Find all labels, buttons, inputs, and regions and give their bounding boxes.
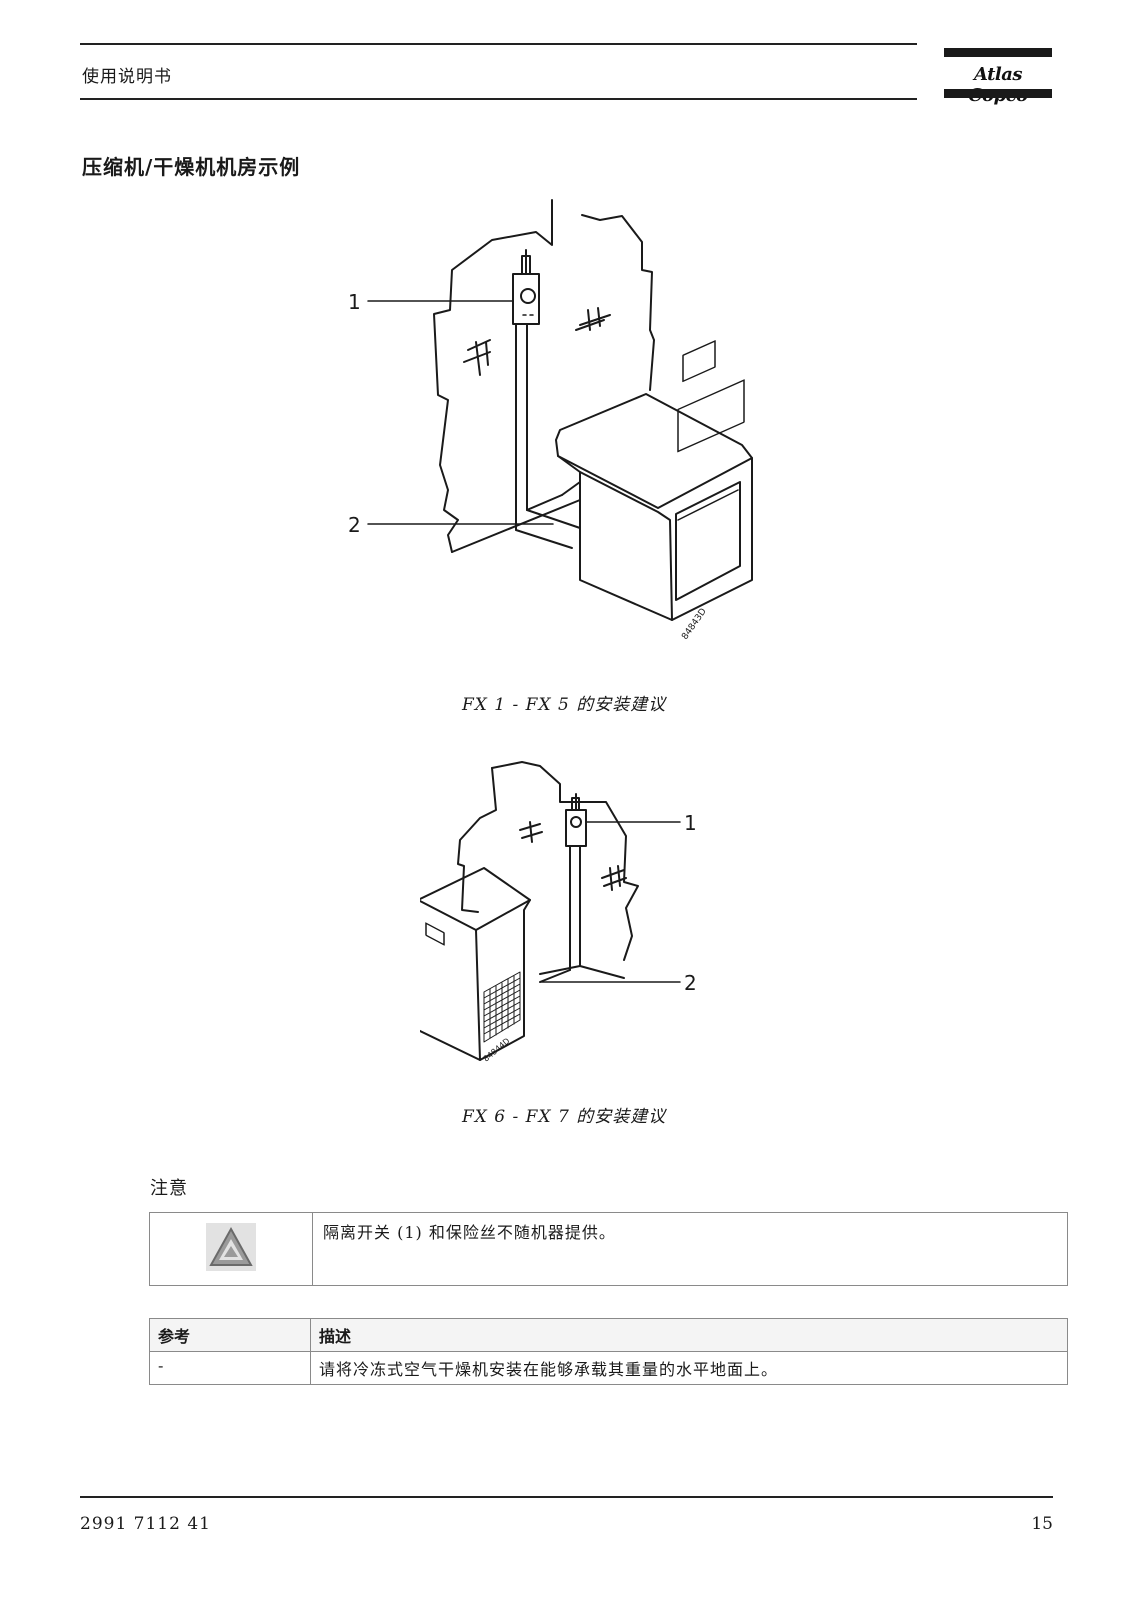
cell-description: 请将冷冻式空气干燥机安装在能够承载其重量的水平地面上。: [310, 1351, 1068, 1385]
figure-1-callout-1: 1: [348, 290, 361, 314]
figure-1-callout-2: 2: [348, 513, 361, 537]
section-title: 压缩机/干燥机机房示例: [82, 155, 301, 179]
header-top-rule: [80, 43, 917, 45]
document-number: 2991 7112 41: [80, 1514, 211, 1534]
warning-icon-cell: [149, 1212, 313, 1286]
header-bottom-rule: [80, 98, 917, 100]
installation-drawing-fx1-fx5: 1 2 84843D: [348, 199, 753, 642]
atlas-copco-logo: Atlas Copco: [944, 48, 1052, 106]
installation-drawing-fx6-fx7: 1 2 84844D: [417, 761, 697, 1064]
figure-2-callout-2: 2: [684, 971, 697, 995]
figure-2-caption: FX 6 - FX 7 的安装建议: [462, 1107, 667, 1127]
header-ref: 参考: [149, 1318, 311, 1352]
figure-2-callout-1: 1: [684, 811, 697, 835]
table-row: - 请将冷冻式空气干燥机安装在能够承载其重量的水平地面上。: [149, 1351, 1068, 1385]
document-type-title: 使用说明书: [82, 67, 172, 87]
page-number: 15: [1031, 1514, 1053, 1534]
figure-fx6-fx7: 1 2 84844D: [417, 760, 720, 1082]
warning-triangle-icon: [206, 1223, 256, 1271]
figure-1-caption: FX 1 - FX 5 的安装建议: [462, 695, 667, 715]
figure-fx1-fx5: 1 2 84843D: [340, 190, 780, 670]
note-heading: 注意: [150, 1178, 188, 1199]
table-header-row: 参考 描述: [149, 1318, 1068, 1352]
warning-text: 隔离开关 (1) 和保险丝不随机器提供。: [312, 1212, 1068, 1286]
footer-rule: [80, 1496, 1053, 1498]
warning-table: 隔离开关 (1) 和保险丝不随机器提供。: [149, 1212, 1068, 1286]
cell-ref: -: [149, 1351, 311, 1385]
figure-1-drawing-code: 84843D: [680, 607, 709, 642]
header-description: 描述: [310, 1318, 1068, 1352]
logo-wordmark: Atlas Copco: [968, 64, 1028, 106]
reference-table: 参考 描述 - 请将冷冻式空气干燥机安装在能够承载其重量的水平地面上。: [149, 1318, 1068, 1385]
